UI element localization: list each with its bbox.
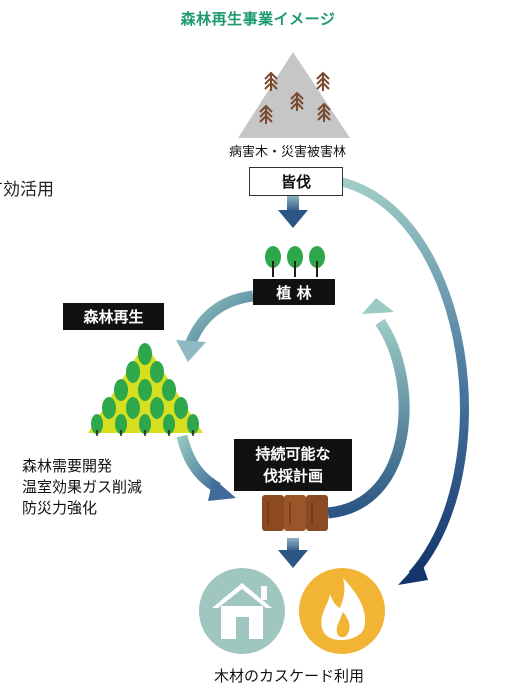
planting-label: 植 林 (276, 283, 312, 302)
cascade-label: 木材のカスケード利用 (214, 667, 365, 685)
regeneration-arrow (184, 290, 254, 348)
log-icon (262, 495, 328, 531)
mountain-icon (238, 52, 350, 138)
forest-pyramid-icon (88, 343, 203, 436)
deciduous-tree-icon (287, 246, 303, 277)
regeneration-label: 森林再生 (83, 308, 144, 326)
flame-icon (299, 568, 385, 654)
benefit-item: 森林需要開発 (22, 457, 113, 475)
down-arrow-1 (278, 196, 308, 228)
regeneration-box: 森林再生 (63, 303, 164, 330)
house-icon (199, 568, 285, 654)
down-arrow-2 (278, 538, 308, 568)
benefits-list: 森林需要開発 温室効果ガス削減 防災力強化 (22, 456, 142, 519)
clearcut-box: 皆伐 (249, 167, 343, 196)
cascade-arrowhead (398, 560, 428, 585)
deciduous-tree-icon (309, 246, 325, 277)
benefit-item: 防災力強化 (22, 499, 98, 517)
cascade-arrow (340, 177, 469, 578)
replant-arrow (327, 318, 410, 519)
mountain-label: 病害木・災害被害林 (229, 145, 347, 160)
left-fragment-text: 有効活用 (0, 180, 54, 200)
planting-box: 植 林 (253, 279, 335, 305)
sustainable-plan-line-2: 伐採計画 (262, 467, 323, 485)
diagram-title: 森林再生事業イメージ (180, 10, 336, 28)
deciduous-tree-icon (265, 246, 281, 277)
conifer-tree-icon (259, 71, 331, 124)
benefit-item: 温室効果ガス削減 (22, 478, 143, 496)
clearcut-label: 皆伐 (280, 173, 311, 191)
sapling-trees-icon (265, 246, 325, 277)
sustainable-plan-line-1: 持続可能な (255, 445, 331, 463)
sustainable-plan-box: 持続可能な 伐採計画 (234, 439, 352, 491)
